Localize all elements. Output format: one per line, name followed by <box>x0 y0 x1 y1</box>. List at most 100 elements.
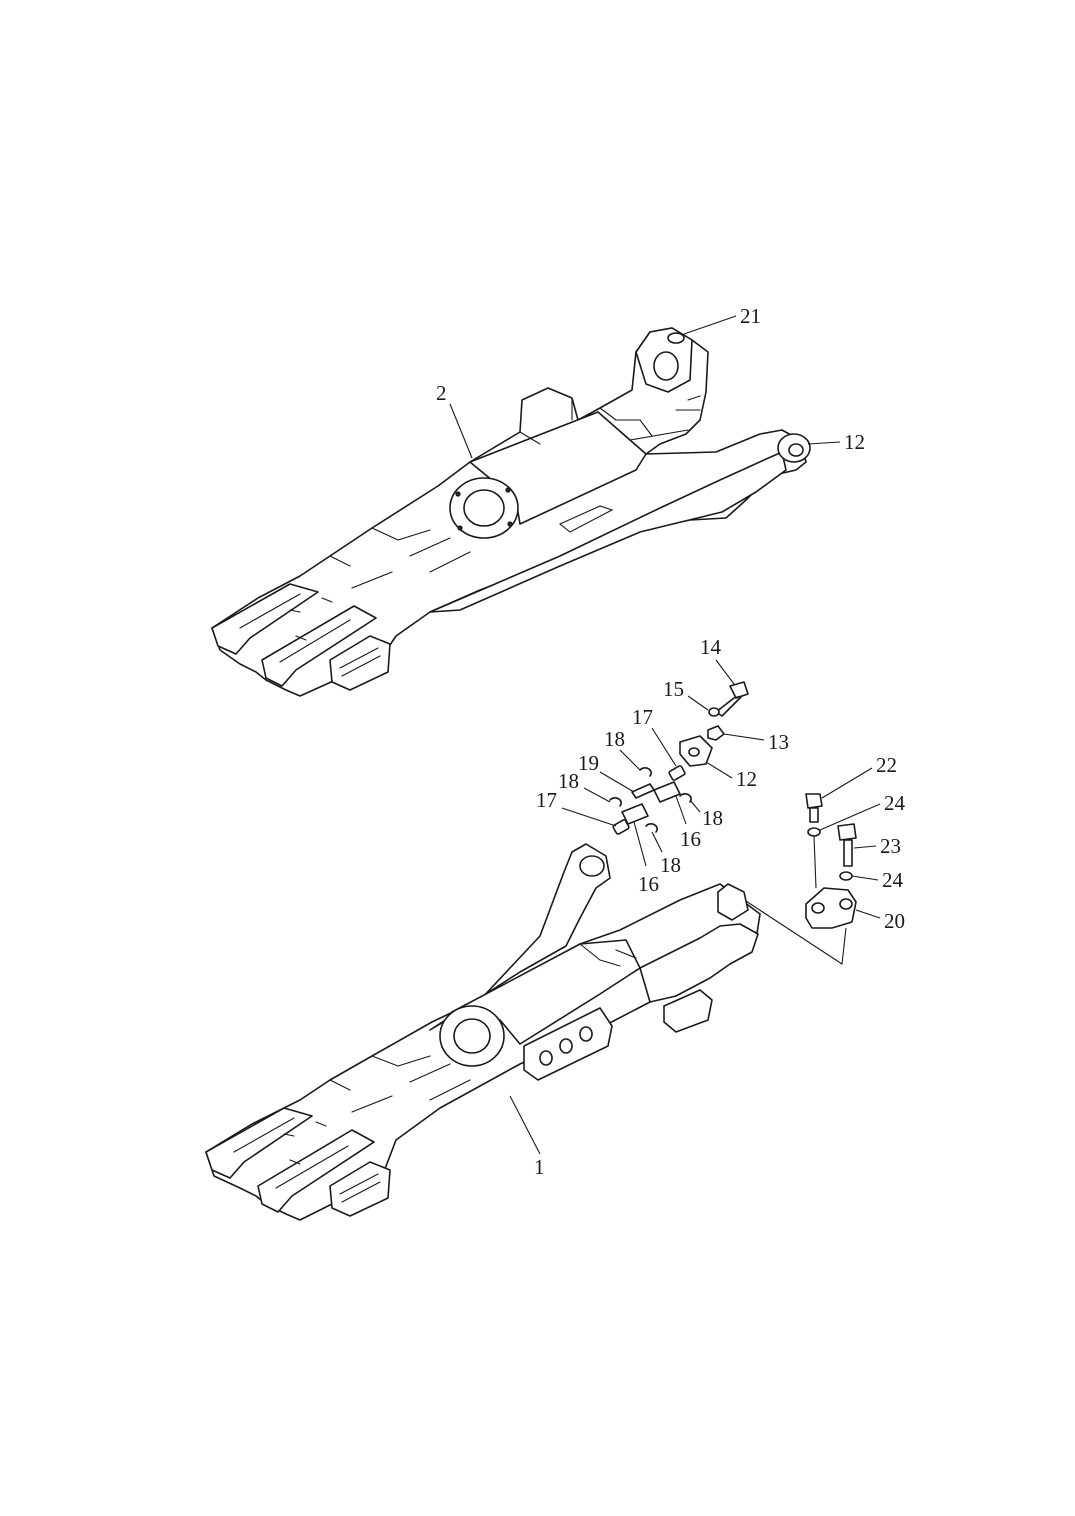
leader-19 <box>599 771 635 793</box>
callout-16-a: 16 <box>680 827 701 851</box>
lower-plate-hole <box>559 1038 573 1054</box>
upper-rear-bracket-hole <box>653 351 679 381</box>
leader-22 <box>821 767 873 799</box>
leader-15 <box>687 695 709 711</box>
leader-1 <box>509 1095 541 1155</box>
lower-plate-hole <box>539 1050 553 1066</box>
washer-24-b <box>839 871 853 881</box>
leader-14 <box>715 659 735 685</box>
cap-12-hole <box>688 747 700 757</box>
upper-bore-bolt <box>455 491 461 497</box>
pin-17-a <box>668 765 686 781</box>
leader-24-a <box>819 803 881 831</box>
clip-18-a <box>639 767 652 777</box>
leader-17-a <box>651 727 677 767</box>
bolt-22 <box>805 793 823 823</box>
upper-frame-ribs <box>329 395 701 589</box>
leader-12-small <box>705 761 733 779</box>
lower-frame-ribs <box>329 943 637 1113</box>
lower-arm-knuckle <box>579 855 605 877</box>
nut-13 <box>707 725 725 741</box>
track-frame-assembly-lower <box>205 843 761 1221</box>
upper-strut-arm <box>429 451 787 613</box>
upper-fork-slots <box>239 593 351 663</box>
bolt-14 <box>715 681 749 717</box>
clamp-20 <box>805 887 857 929</box>
callout-18-b: 18 <box>702 806 723 830</box>
lower-center-housing <box>451 939 641 1045</box>
callout-18-a: 18 <box>604 727 625 751</box>
callout-22: 22 <box>876 753 897 777</box>
callout-15: 15 <box>663 677 684 701</box>
leader-13 <box>723 733 765 741</box>
leader-2 <box>449 403 473 459</box>
clip-18-d <box>645 823 658 833</box>
callout-18-d: 18 <box>660 853 681 877</box>
clamp-20-hole-b <box>839 898 853 910</box>
lower-rear-block <box>663 989 713 1033</box>
leader-18-c <box>583 787 611 803</box>
callout-24-b: 24 <box>882 868 904 892</box>
callout-1: 1 <box>534 1155 545 1179</box>
upper-strut-slot <box>558 505 614 533</box>
leader-18-b <box>689 799 701 813</box>
upper-rear-top-boss <box>667 332 685 344</box>
callout-12-top: 12 <box>844 430 865 454</box>
track-frame-assembly-upper <box>211 327 811 697</box>
shaft-16-a <box>653 781 681 803</box>
upper-front-fork-left <box>211 583 319 655</box>
leader-18-a <box>619 749 641 771</box>
lower-rear-support <box>639 923 759 1003</box>
leader-20 <box>855 909 881 919</box>
washer-24-a <box>807 827 821 837</box>
callout-13: 13 <box>768 730 789 754</box>
lower-rear-bracket <box>717 883 749 921</box>
upper-bore-bolt <box>505 487 511 493</box>
assembly-guide-lines <box>719 835 847 965</box>
upper-bore-inner <box>463 489 505 527</box>
callout-17-a: 17 <box>632 705 653 729</box>
leader-18-d <box>651 831 663 853</box>
callout-16-b: 16 <box>638 872 659 896</box>
callout-12-small: 12 <box>736 767 757 791</box>
exploded-small-parts <box>609 681 857 929</box>
clamp-20-hole-a <box>811 902 825 914</box>
spring-pin-19 <box>631 783 655 799</box>
upper-guard-stripes <box>339 647 381 677</box>
upper-front-fork-right <box>261 605 377 687</box>
exploded-callouts: 14 15 17 13 18 19 12 18 18 17 16 18 16 2… <box>536 635 906 965</box>
leader-23 <box>853 845 877 849</box>
callout-23: 23 <box>880 834 901 858</box>
lower-callouts: 1 <box>509 1095 545 1179</box>
bolt-23 <box>837 823 857 867</box>
leader-12-top <box>807 441 841 445</box>
lower-fork-slots <box>233 1117 349 1189</box>
leader-21 <box>683 315 737 335</box>
callout-2: 2 <box>436 381 447 405</box>
callout-17-b: 17 <box>536 788 557 812</box>
leader-16-a <box>675 795 687 825</box>
upper-bore-bolt <box>507 521 513 527</box>
lower-upper-arm <box>429 843 611 1031</box>
lower-front-fork-left <box>205 1107 313 1179</box>
clip-18-b <box>679 793 692 803</box>
callout-14: 14 <box>700 635 722 659</box>
upper-bore-bolt <box>457 525 463 531</box>
lower-guard-stripes <box>339 1173 381 1203</box>
callout-24-a: 24 <box>884 791 906 815</box>
lower-plate-hole <box>579 1026 593 1042</box>
leader-16-b <box>633 821 647 867</box>
callout-18-c: 18 <box>558 769 579 793</box>
upper-arm-knuckle-hole <box>788 443 804 457</box>
lower-bore-inner <box>453 1018 491 1054</box>
callout-21: 21 <box>740 304 761 328</box>
callout-20: 20 <box>884 909 905 933</box>
clip-18-c <box>609 797 622 807</box>
upper-callouts: 21 2 12 <box>436 304 865 459</box>
lower-front-fork-right <box>257 1129 375 1213</box>
callout-19: 19 <box>578 751 599 775</box>
leader-24-b <box>851 875 879 881</box>
leader-17-b <box>561 807 617 827</box>
shaft-16-b <box>621 803 649 825</box>
